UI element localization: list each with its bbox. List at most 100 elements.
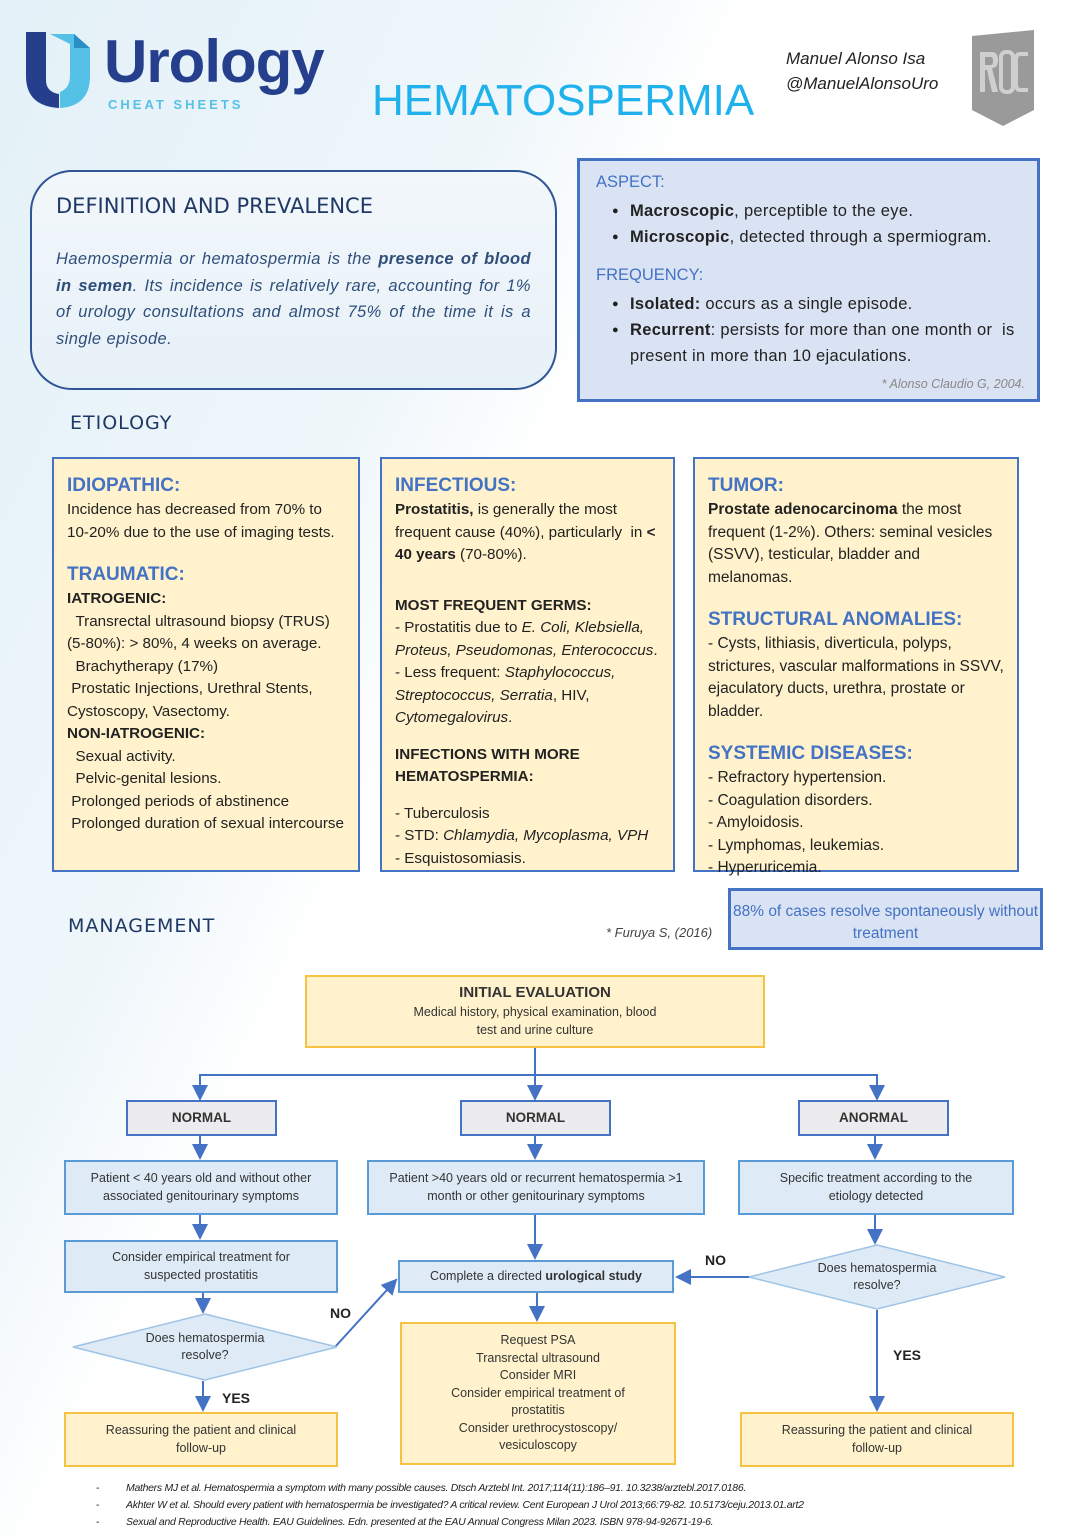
etiology-text: Incidence has decreased from 70% to 10-2… — [67, 499, 345, 544]
etiology-text: Prostatitis, is generally the most frequ… — [395, 499, 660, 567]
test-item: Transrectal ultrasound — [476, 1350, 600, 1365]
initial-evaluation-box: INITIAL EVALUATION Medical history, phys… — [305, 975, 765, 1048]
category-heading: IDIOPATHIC: — [67, 475, 181, 496]
subheading: IATROGENIC: — [67, 590, 167, 607]
etiology-text: - STD: Chlamydia, Mycoplasma, VPH — [395, 825, 660, 848]
category-heading: TRAUMATIC: — [67, 564, 185, 585]
bullet-icon: ● — [612, 324, 619, 336]
etiology-text: - Esquistosomiasis. — [395, 848, 660, 871]
bold-text: Microscopic — [630, 228, 730, 246]
reference-text: Mathers MJ et al. Hematospermia a sympto… — [126, 1482, 746, 1494]
reference-item: -Akhter W et al. Should every patient wi… — [96, 1499, 804, 1511]
text-segment: Prolonged duration of sexual intercourse — [67, 815, 344, 832]
etiology-heading: ETIOLOGY — [70, 412, 173, 434]
subheading: INFECTIONS WITH MORE HEMATOSPERMIA: — [395, 745, 580, 786]
etiology-text: Transrectal ultrasound biopsy (TRUS) (5-… — [67, 611, 345, 656]
text-segment: , perceptible to the eye. — [734, 202, 914, 220]
specific-treatment-box: Specific treatment according to the etio… — [738, 1160, 1014, 1215]
subheading: MOST FREQUENT GERMS: — [395, 596, 592, 614]
text-segment: is generally the most frequent cause (40… — [395, 501, 647, 541]
text-segment: . — [508, 709, 513, 726]
text-segment: Complete a directed — [430, 1269, 546, 1283]
bullet-icon: ● — [612, 205, 619, 217]
etiology-text: Prostate adenocarcinoma the most frequen… — [708, 499, 1004, 589]
subheading: NON-IATROGENIC: — [67, 725, 206, 742]
aspect-list: ●Macroscopic, perceptible to the eye.●Mi… — [596, 198, 1021, 250]
test-item: Consider urethrocystoscopy/ vesiculoscop… — [458, 1420, 618, 1453]
text-segment: - Coagulation disorders. — [708, 791, 873, 809]
test-item: Consider MRI — [499, 1368, 577, 1383]
text-segment: (70-80%). — [455, 546, 527, 563]
references-list: -Mathers MJ et al. Hematospermia a sympt… — [96, 1480, 804, 1531]
text-segment: - STD: — [395, 827, 444, 844]
older-patient-box: Patient >40 years old or recurrent hemat… — [367, 1160, 705, 1215]
bold-text: Prostate adenocarcinoma — [708, 501, 898, 518]
italic-text: Chlamydia, Mycoplasma, VPH — [443, 827, 649, 844]
text-segment: - Prostatitis due to — [395, 619, 522, 636]
frequency-list: ●Isolated: occurs as a single episode.●R… — [596, 291, 1021, 369]
etiology-text: Prolonged periods of abstinence — [67, 791, 345, 814]
reassure-right-box: Reassuring the patient and clinical foll… — [740, 1412, 1014, 1467]
category-heading: SYSTEMIC DISEASES: — [708, 743, 913, 764]
etiology-text: - Amyloidosis. — [708, 812, 1004, 835]
bold-text: Isolated: — [630, 295, 701, 313]
aspect-heading: ASPECT: — [596, 173, 665, 191]
etiology-text: - Cysts, lithiasis, diverticula, polyps,… — [708, 633, 1004, 723]
spontaneous-resolution-note: 88% of cases resolve spontaneously witho… — [728, 888, 1043, 950]
text-segment: , HIV, — [552, 686, 594, 704]
text-segment: Brachytherapy (17%) — [67, 657, 219, 675]
decision-diamond-left — [72, 1313, 338, 1381]
list-item: ●Recurrent: persists for more than one m… — [596, 317, 1021, 369]
etiology-text: Sexual activity. — [67, 746, 345, 769]
result-normal-left: NORMAL — [126, 1100, 277, 1136]
text-segment: - Cysts, lithiasis, diverticula, polyps,… — [708, 635, 1009, 720]
etiology-column-1: IDIOPATHIC: Incidence has decreased from … — [52, 457, 360, 872]
bold-text: presence of blood in semen — [56, 250, 536, 295]
text-segment: - Lymphomas, leukemias. — [708, 836, 885, 854]
yes-label-right: YES — [893, 1347, 922, 1363]
etiology-text: Brachytherapy (17%) — [67, 656, 345, 679]
text-segment: Pelvic-genital lesions. — [67, 770, 222, 787]
etiology-text: - Lymphomas, leukemias. — [708, 835, 1004, 858]
reassure-left-box: Reassuring the patient and clinical foll… — [64, 1412, 338, 1467]
initial-evaluation-title: INITIAL EVALUATION — [459, 983, 611, 1001]
test-item: Consider empirical treatment of prostati… — [451, 1385, 625, 1418]
frequency-heading: FREQUENCY: — [596, 266, 704, 284]
young-patient-box: Patient < 40 years old and without other… — [64, 1160, 338, 1215]
no-label-right: NO — [705, 1252, 726, 1268]
definition-text: Haemospermia or hematospermia is the pre… — [56, 246, 531, 352]
management-citation: * Furuya S, (2016) — [606, 925, 713, 940]
etiology-text: Prostatic Injections, Urethral Stents, C… — [67, 678, 345, 723]
aspect-citation: * Alonso Claudio G, 2004. — [881, 377, 1025, 391]
text-segment: occurs as a single episode. — [700, 295, 913, 313]
reference-item: -Mathers MJ et al. Hematospermia a sympt… — [96, 1482, 746, 1494]
list-item: ●Macroscopic, perceptible to the eye. — [596, 198, 1021, 224]
category-heading: TUMOR: — [708, 475, 784, 496]
text-segment: - Hyperuricemia. — [708, 859, 822, 876]
urology-logo-icon — [26, 32, 90, 108]
text-segment: - Refractory hypertension. — [708, 769, 887, 786]
text-segment: Sexual activity. — [67, 747, 176, 765]
bold-text: urological study — [545, 1269, 642, 1283]
italic-text: Staphylococcus, Streptococcus, Serratia — [395, 664, 620, 704]
definition-heading: DEFINITION AND PREVALENCE — [56, 194, 373, 218]
reference-text: Akhter W et al. Should every patient wit… — [126, 1499, 804, 1511]
etiology-text: - Coagulation disorders. — [708, 790, 1004, 813]
etiology-text: Pelvic-genital lesions. — [67, 768, 345, 791]
text-segment: Prostatic Injections, Urethral Stents, C… — [67, 680, 317, 720]
etiology-text: - Refractory hypertension. — [708, 767, 1004, 790]
logo-subtitle: CHEAT SHEETS — [108, 97, 244, 112]
urological-study-box: Complete a directed urological study — [398, 1260, 674, 1293]
category-heading: INFECTIOUS: — [395, 475, 517, 496]
management-heading: MANAGEMENT — [68, 915, 216, 937]
text-segment: the most frequent (1-2%). Others: semina… — [708, 501, 997, 586]
list-item: ●Isolated: occurs as a single episode. — [596, 291, 1021, 317]
initial-evaluation-text: Medical history, physical examination, b… — [413, 1005, 657, 1037]
text-segment: - Esquistosomiasis. — [395, 849, 526, 867]
bullet-icon: ● — [612, 231, 619, 243]
etiology-text: - Prostatitis due to E. Coli, Klebsiella… — [395, 617, 660, 662]
etiology-column-2: INFECTIOUS: Prostatitis, is generally the… — [380, 457, 675, 872]
text-segment: Transrectal ultrasound biopsy (TRUS) (5-… — [67, 612, 335, 653]
